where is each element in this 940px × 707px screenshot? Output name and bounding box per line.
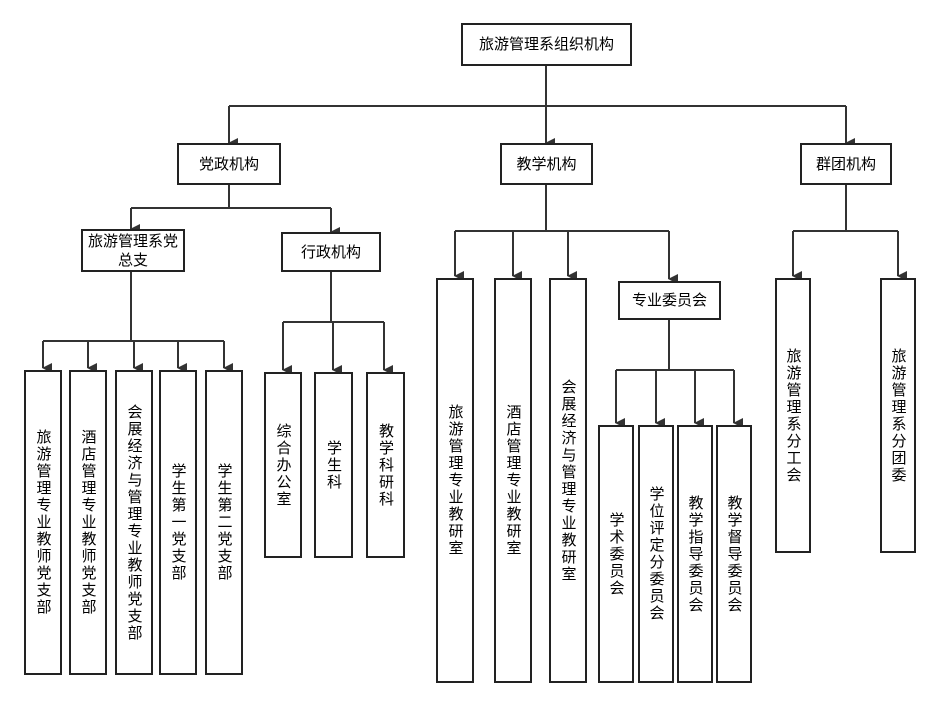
node-branch-child-1: 旅游管理专业教师党支部 [24, 370, 62, 675]
node-committee-child-1: 学术委员会 [598, 425, 634, 683]
node-teaching-child-3-label: 会展经济与管理专业教研室 [559, 378, 578, 583]
node-committee: 专业委员会 [618, 281, 721, 320]
node-committee-child-4-label: 教学督导委员会 [725, 494, 744, 614]
node-teaching-child-2-label: 酒店管理专业教研室 [504, 404, 523, 557]
node-committee-child-2-label: 学位评定分委员会 [647, 486, 666, 622]
node-branch-child-5: 学生第二党支部 [205, 370, 243, 675]
node-admin: 行政机构 [281, 232, 381, 272]
node-party-branch: 旅游管理系党总支 [81, 229, 185, 272]
node-committee-child-3: 教学指导委员会 [677, 425, 713, 683]
node-branch-child-4: 学生第一党支部 [159, 370, 197, 675]
node-mass-child-1-label: 旅游管理系分工会 [784, 347, 803, 484]
node-branch-child-5-label: 学生第二党支部 [215, 463, 234, 582]
node-committee-child-4: 教学督导委员会 [716, 425, 752, 683]
node-admin-child-3: 教学科研科 [366, 372, 405, 558]
node-admin-child-1: 综合办公室 [264, 372, 302, 558]
node-party-branch-label: 旅游管理系党总支 [87, 231, 178, 269]
node-root-label: 旅游管理系组织机构 [478, 35, 614, 53]
node-committee-child-2: 学位评定分委员会 [638, 425, 674, 683]
node-mass-child-2: 旅游管理系分团委 [880, 278, 916, 553]
node-branch-child-2: 酒店管理专业教师党支部 [69, 370, 107, 675]
node-mass: 群团机构 [800, 143, 892, 185]
node-branch-child-1-label: 旅游管理专业教师党支部 [34, 429, 53, 616]
node-admin-child-1-label: 综合办公室 [274, 422, 293, 508]
node-teaching-child-1: 旅游管理专业教研室 [436, 278, 474, 683]
node-committee-child-3-label: 教学指导委员会 [686, 494, 705, 614]
node-admin-child-3-label: 教学科研科 [377, 422, 395, 508]
node-admin-child-2: 学生科 [314, 372, 353, 558]
node-mass-label: 群团机构 [815, 154, 876, 173]
node-mass-child-2-label: 旅游管理系分团委 [889, 347, 908, 484]
node-teaching-child-2: 酒店管理专业教研室 [494, 278, 532, 683]
node-teaching-label: 教学机构 [516, 154, 577, 173]
node-branch-child-3-label: 会展经济与管理专业教师党支部 [125, 403, 144, 642]
node-mass-child-1: 旅游管理系分工会 [775, 278, 811, 553]
node-branch-child-4-label: 学生第一党支部 [169, 463, 188, 582]
node-party-label: 党政机构 [198, 154, 259, 173]
node-teaching-child-3: 会展经济与管理专业教研室 [549, 278, 587, 683]
node-committee-child-1-label: 学术委员会 [607, 511, 626, 597]
node-root: 旅游管理系组织机构 [461, 23, 632, 66]
node-branch-child-2-label: 酒店管理专业教师党支部 [79, 429, 98, 616]
node-teaching: 教学机构 [500, 143, 593, 185]
node-admin-label: 行政机构 [300, 242, 361, 261]
node-committee-label: 专业委员会 [631, 291, 707, 309]
node-branch-child-3: 会展经济与管理专业教师党支部 [115, 370, 153, 675]
node-teaching-child-1-label: 旅游管理专业教研室 [446, 404, 465, 557]
node-party: 党政机构 [177, 143, 281, 185]
node-admin-child-2-label: 学生科 [325, 439, 343, 491]
